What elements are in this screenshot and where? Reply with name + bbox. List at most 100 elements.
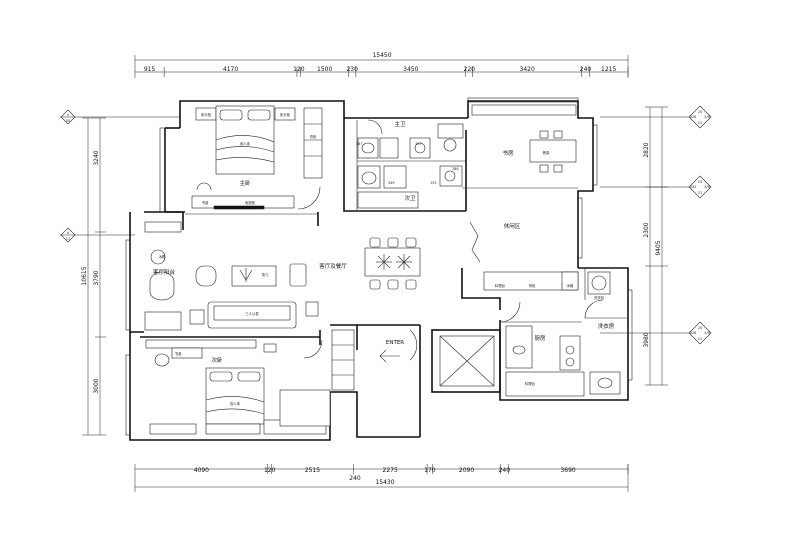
room-label-living-balcony: 客厅阳台 [153, 268, 176, 276]
bottom-dim-1: 120 [264, 467, 276, 474]
dining-chair [387, 237, 399, 248]
bottom-dim-2: 2515 [305, 467, 320, 474]
svg-text:茶几: 茶几 [262, 272, 269, 277]
master-bedroom-furniture: 床头柜 床头柜 双人床 衣柜 书桌 电视柜 主卧 [191, 105, 323, 210]
svg-text:书桌: 书桌 [175, 351, 182, 356]
room-label-second-bath: 次卫 [404, 194, 416, 202]
top-dim-8: 240 [580, 66, 592, 73]
second-bedroom-furniture: 书桌 双人床 次卧 [145, 339, 327, 435]
right-dimension-chain: 2820 2300 3980 9405 [643, 106, 668, 386]
elevation-mark-b-0: 026 [690, 115, 696, 119]
dining-chair [405, 237, 417, 248]
bottom-dim-5: 2090 [459, 467, 474, 474]
coffee-table [231, 265, 277, 287]
dining-chair [369, 237, 381, 248]
bottom-dim-0: 4090 [194, 467, 209, 474]
svg-text:349: 349 [388, 181, 394, 185]
svg-text:双人床: 双人床 [240, 141, 251, 146]
svg-text:冰箱: 冰箱 [159, 254, 166, 259]
top-dim-6: 220 [464, 66, 476, 73]
bottom-total-dim: 15430 [375, 479, 394, 486]
svg-text:书桌: 书桌 [202, 200, 209, 205]
entry-label: ENTER [386, 340, 404, 346]
bottom-dim-6: 240 [499, 467, 511, 474]
top-dim-5: 3450 [403, 66, 418, 73]
room-label-kitchen: 厨房 [534, 334, 546, 342]
dining-chair [387, 279, 399, 290]
bottom-dim-4: 170 [424, 467, 436, 474]
left-total-dim: 10615 [81, 266, 88, 285]
elevation-mark-c-1: 3/6 [704, 185, 709, 189]
elevation-mark-b-2: 026 [690, 331, 696, 335]
walls [129, 100, 629, 441]
svg-text:料理台: 料理台 [525, 381, 536, 386]
svg-text:267: 267 [356, 142, 362, 146]
top-total-dim: 15450 [372, 52, 391, 59]
study-desk [529, 139, 577, 163]
room-label-living-dining: 客厅及餐厅 [319, 262, 347, 270]
room-label-leisure: 休闲区 [504, 222, 521, 230]
top-dim-4: 230 [346, 66, 358, 73]
section-mark-left-mid: 4 17 [60, 227, 135, 243]
section-mark-top-left: 4 05 [60, 109, 180, 125]
right-dim-2: 2300 [643, 222, 650, 237]
right-total-dim: 9405 [655, 240, 662, 255]
elevation-mark-bottom-1: 21 [698, 191, 702, 195]
elevation-mark-2 [688, 321, 712, 345]
elevation-mark-a-1: 25 [698, 180, 702, 184]
svg-text:双人床: 双人床 [230, 401, 241, 406]
svg-text:4: 4 [67, 231, 69, 235]
bottom-dimension-chain: 15430 240 4090 120 2515 2275 170 2090 240 3690 [134, 464, 629, 492]
svg-text:4: 4 [67, 113, 69, 117]
elevation-mark-0 [688, 105, 712, 129]
top-dim-9: 1215 [601, 66, 616, 73]
elevation-mark-c-0: 2/6 [704, 115, 709, 119]
svg-text:床头柜: 床头柜 [201, 112, 212, 117]
svg-text:吊柜: 吊柜 [529, 283, 536, 288]
svg-text:电视柜: 电视柜 [245, 200, 256, 205]
bath-fixtures: 267 127 349 133 288 主卫 次卫 [356, 119, 464, 209]
left-dim-3: 3000 [93, 378, 100, 393]
svg-text:三人沙发: 三人沙发 [245, 311, 259, 316]
room-label-study: 书房 [502, 149, 514, 157]
svg-text:衣柜: 衣柜 [310, 134, 317, 139]
svg-text:床头柜: 床头柜 [280, 112, 291, 117]
right-dim-3: 3980 [643, 332, 650, 347]
top-dim-0: 915 [144, 66, 156, 73]
bottom-dim-7: 3690 [560, 467, 575, 474]
elevation-mark-c-2: 2/6 [704, 331, 709, 335]
entry-area: ENTER [279, 329, 418, 427]
room-label-laundry: 洗衣房 [598, 322, 615, 330]
room-label-master-bath: 主卫 [394, 120, 406, 128]
dining-chair [405, 279, 417, 290]
study-furniture: 餐桌 书房 休闲区 [469, 104, 577, 263]
svg-text:餐桌: 餐桌 [543, 150, 550, 155]
top-dim-2: 120 [293, 66, 305, 73]
elevation-mark-a-2: 25 [698, 326, 702, 330]
top-dim-3: 1500 [317, 66, 332, 73]
bottom-sub-dim: 240 [349, 475, 361, 482]
svg-text:05: 05 [66, 119, 70, 123]
dining-chair [369, 279, 381, 290]
left-dim-1: 3240 [93, 150, 100, 165]
room-label-second-bedroom: 次卧 [211, 356, 223, 364]
svg-text:料理台: 料理台 [495, 283, 506, 288]
top-dim-1: 4170 [223, 66, 238, 73]
elevation-mark-bottom-0: 21 [698, 121, 702, 125]
svg-text:冰箱: 冰箱 [567, 283, 574, 288]
left-dim-2: 3790 [93, 270, 100, 285]
windows [125, 97, 633, 436]
elevation-mark-bottom-2: 21 [698, 337, 702, 341]
svg-text:17: 17 [66, 237, 70, 241]
svg-text:洗衣机: 洗衣机 [594, 295, 605, 300]
bottom-dim-3: 2275 [383, 467, 398, 474]
svg-text:127: 127 [415, 142, 421, 146]
living-dining-furniture: 客厅及餐厅 茶几 三人沙发 冰箱 客厅阳台 [144, 221, 421, 331]
left-dimension-chain: 10615 3240 3790 3000 [81, 117, 106, 436]
elevation-mark-a-0: 25 [698, 110, 702, 114]
elevation-mark-1 [688, 175, 712, 199]
svg-text:133: 133 [430, 181, 436, 185]
